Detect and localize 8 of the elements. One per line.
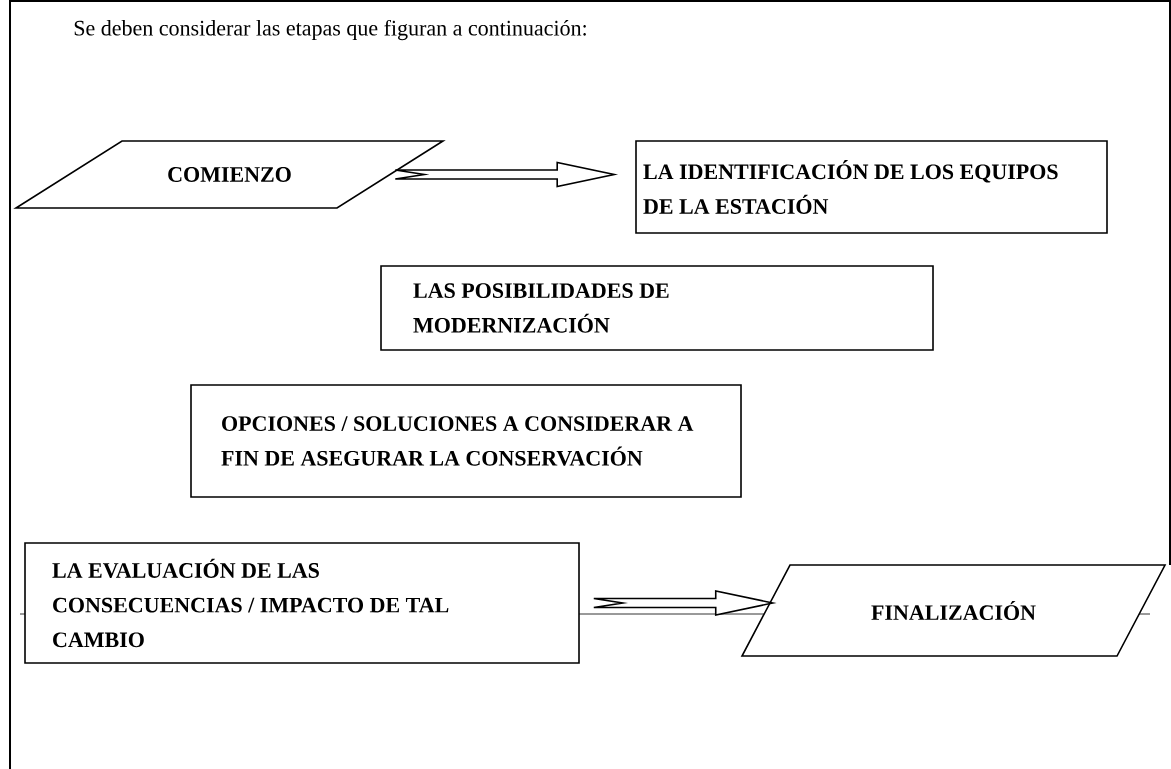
process-box: OPCIONES / SOLUCIONES A CONSIDERAR A FIN DE ASEGURAR LA CONSERVACIÓN	[190, 384, 742, 498]
node-label: FINALIZACIÓN	[871, 600, 1036, 621]
intro-text: Se deben considerar las etapas que figuran a continuación:	[74, 19, 586, 41]
block-arrow	[593, 590, 777, 616]
process-box: LA IDENTIFICACIÓN DE LOS EQUIPOS DE LA ESTACIÓN	[635, 140, 1108, 234]
process-box: LAS POSIBILIDADES DE MODERNIZACIÓN	[380, 265, 934, 351]
process-box: LA EVALUACIÓN DE LAS CONSECUENCIAS / IMPACTO DE TAL CAMBIO	[24, 542, 580, 664]
block-arrow	[394, 161, 619, 188]
